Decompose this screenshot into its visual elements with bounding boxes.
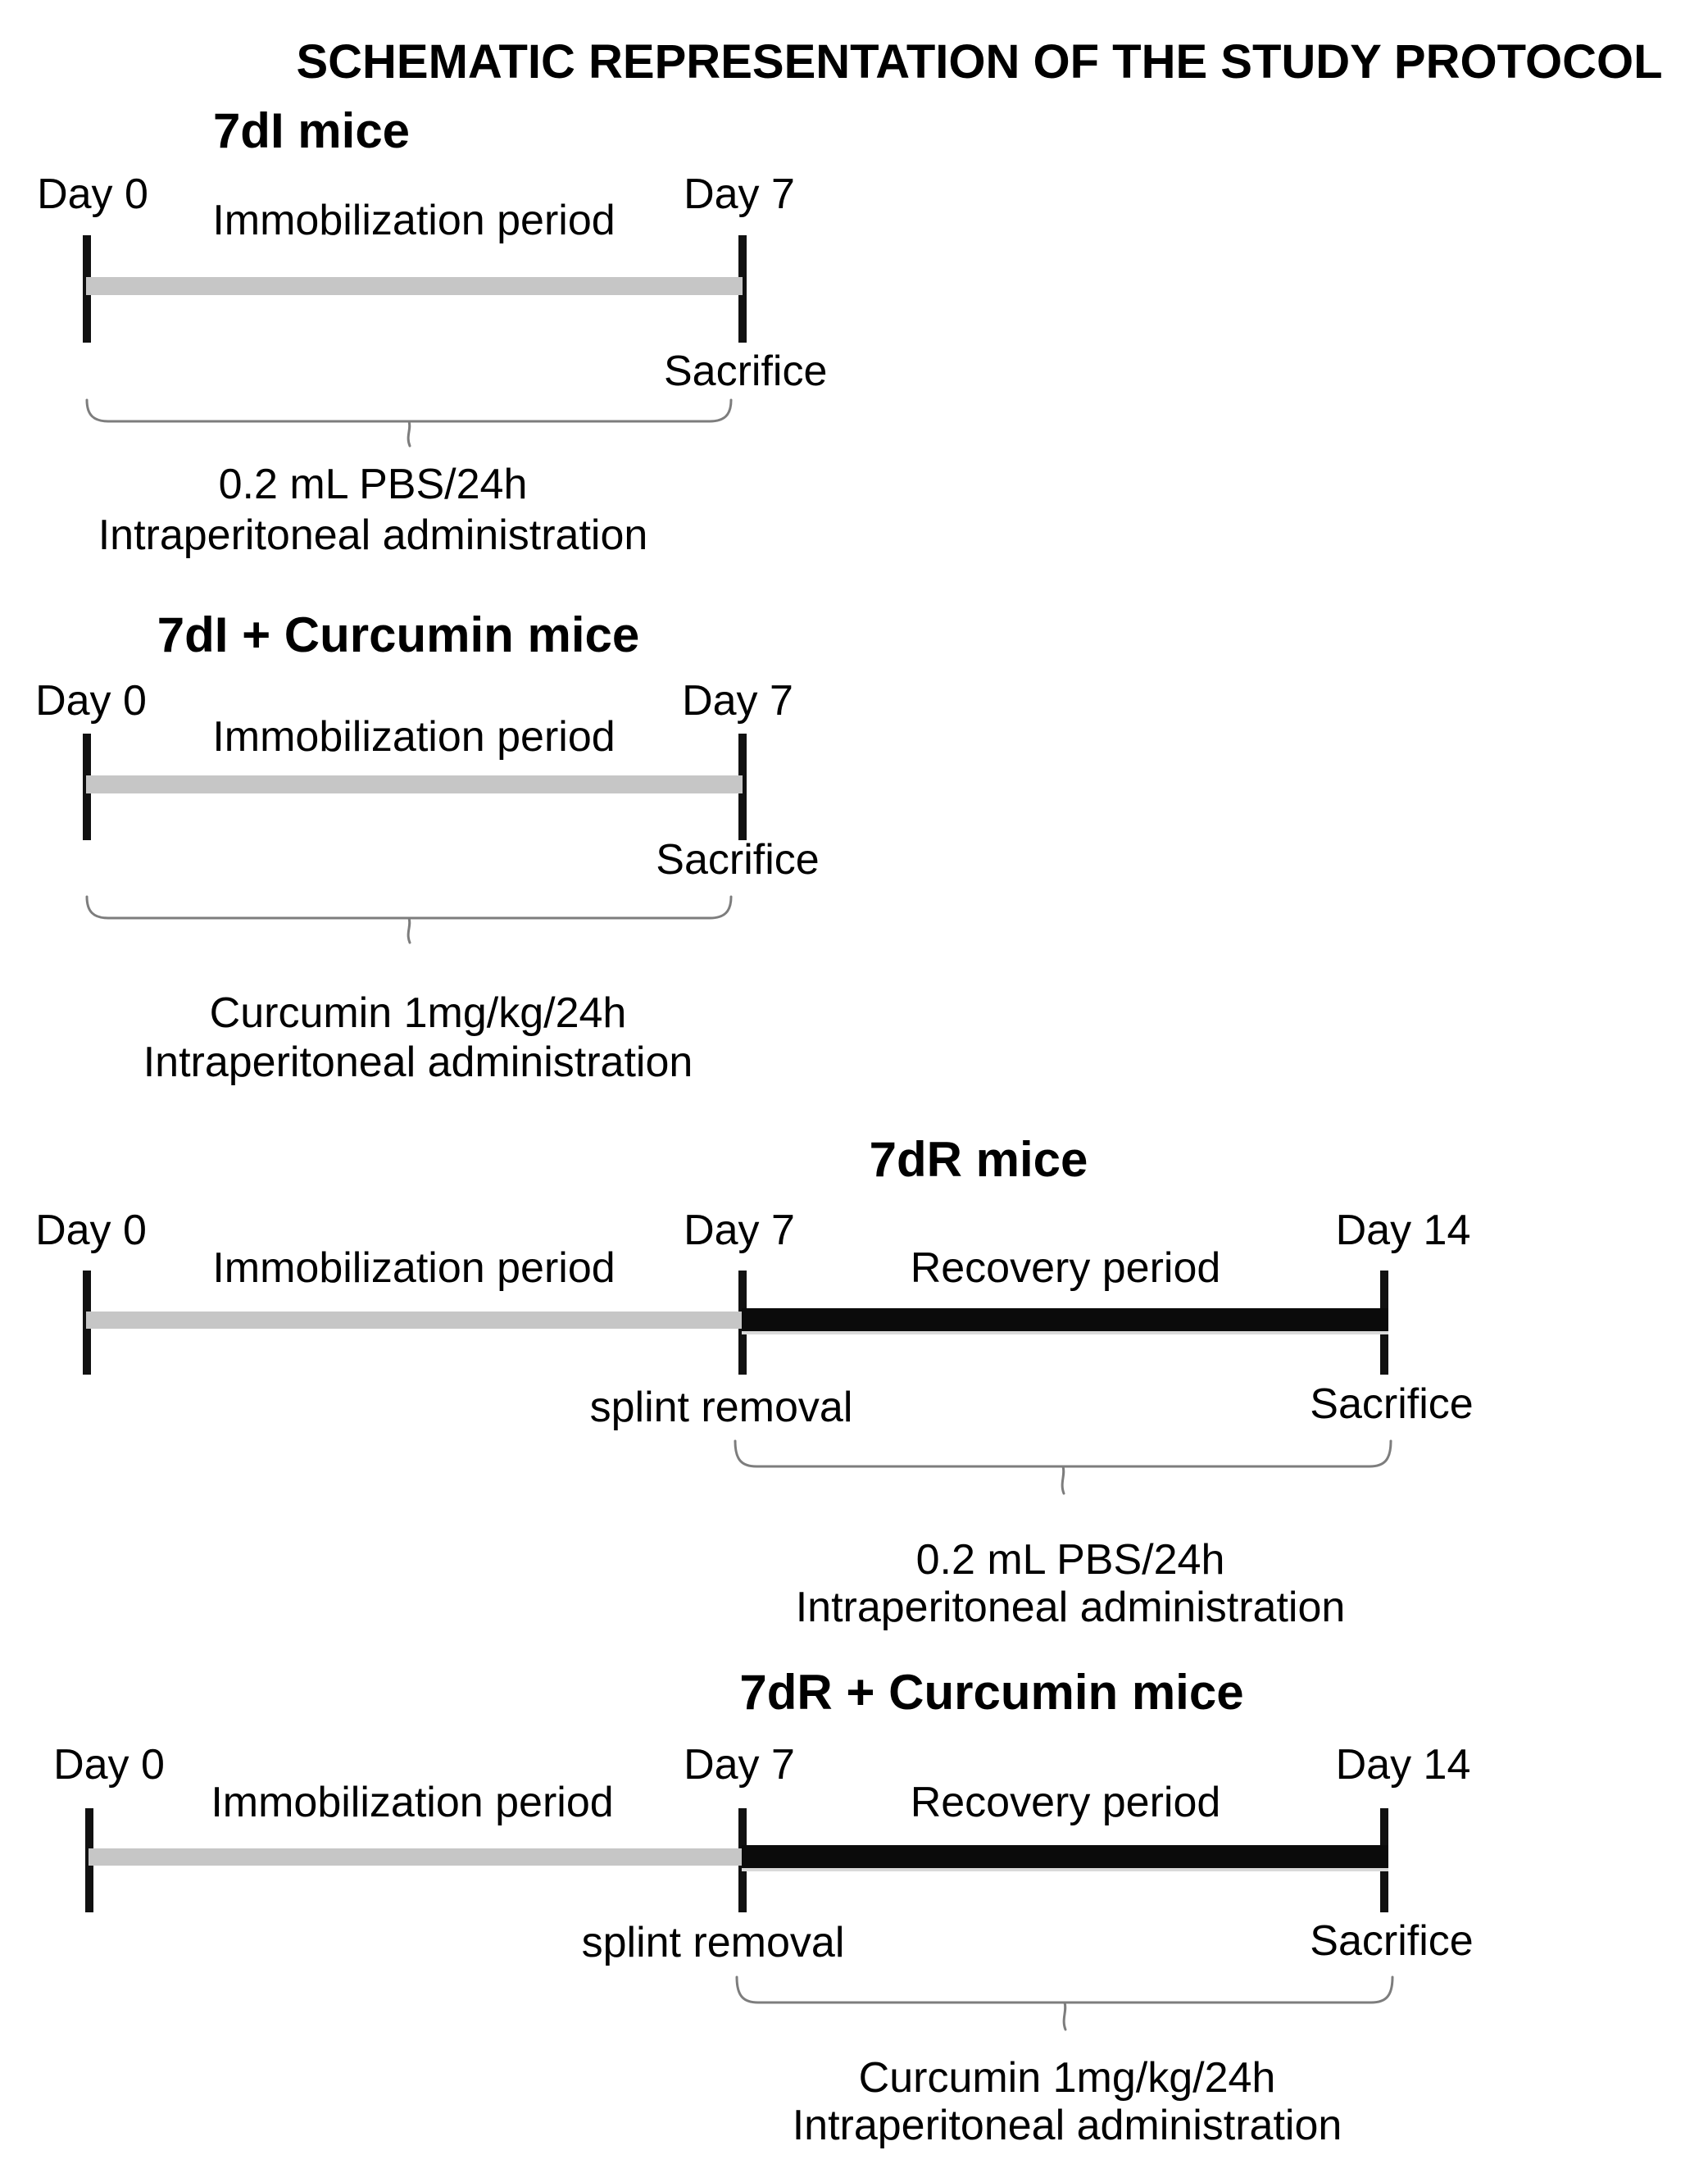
recovery-bar: [742, 1845, 1388, 1868]
splint-removal-label: splint removal: [581, 1919, 845, 1966]
treatment-line2: Intraperitoneal administration: [795, 1584, 1346, 1631]
page-title: SCHEMATIC REPRESENTATION OF THE STUDY PR…: [296, 35, 1663, 89]
treatment-line1: 0.2 mL PBS/24h: [915, 1536, 1225, 1584]
day-mid-label: Day 7: [684, 1207, 795, 1254]
treatment-note: 0.2 mL PBS/24h Intraperitoneal administr…: [86, 459, 660, 561]
day-start-label: Day 0: [53, 1741, 165, 1789]
brace-icon: [85, 398, 733, 448]
treatment-note: Curcumin 1mg/kg/24h Intraperitoneal admi…: [780, 2054, 1354, 2149]
immobilization-period-label: Immobilization period: [211, 1779, 614, 1826]
immobilization-period-label: Immobilization period: [212, 713, 616, 761]
recovery-period-label: Recovery period: [910, 1779, 1221, 1826]
splint-removal-label: splint removal: [589, 1384, 853, 1431]
treatment-note: 0.2 mL PBS/24h Intraperitoneal administr…: [784, 1536, 1357, 1631]
immobilization-bar: [86, 1312, 742, 1329]
day-end-label: Day 7: [684, 170, 795, 218]
sacrifice-label: Sacrifice: [664, 348, 828, 395]
treatment-note: Curcumin 1mg/kg/24h Intraperitoneal admi…: [131, 989, 705, 1087]
treatment-line1: 0.2 mL PBS/24h: [218, 461, 528, 508]
section-title-7dr: 7dR mice: [869, 1132, 1088, 1187]
treatment-line2: Intraperitoneal administration: [98, 511, 648, 559]
brace-icon: [85, 895, 733, 944]
sacrifice-label: Sacrifice: [656, 836, 820, 884]
treatment-line2: Intraperitoneal administration: [143, 1039, 693, 1086]
recovery-period-label: Recovery period: [910, 1244, 1221, 1292]
day-end-label: Day 14: [1335, 1741, 1471, 1789]
immobilization-period-label: Immobilization period: [212, 1244, 616, 1292]
brace-icon: [735, 1975, 1394, 2031]
sacrifice-label: Sacrifice: [1310, 1380, 1474, 1428]
section-title-7dr-curcumin: 7dR + Curcumin mice: [739, 1665, 1244, 1720]
sacrifice-label: Sacrifice: [1310, 1917, 1474, 1965]
recovery-bar-shadow: [742, 1331, 1388, 1334]
day-start-label: Day 0: [35, 677, 147, 725]
brace-icon: [734, 1439, 1392, 1495]
section-title-7di-curcumin: 7dI + Curcumin mice: [157, 607, 640, 662]
immobilization-bar: [86, 277, 743, 295]
immobilization-bar: [86, 775, 743, 793]
day-end-label: Day 7: [682, 677, 793, 725]
treatment-line2: Intraperitoneal administration: [792, 2102, 1342, 2149]
immobilization-period-label: Immobilization period: [212, 197, 616, 244]
day-end-label: Day 14: [1335, 1207, 1471, 1254]
recovery-bar: [742, 1308, 1388, 1331]
recovery-bar-shadow: [742, 1868, 1388, 1871]
timeline-tick-day7: [738, 734, 747, 840]
timeline-tick-day7: [738, 235, 747, 343]
section-title-7di: 7dI mice: [212, 103, 411, 158]
treatment-line1: Curcumin 1mg/kg/24h: [209, 989, 627, 1037]
day-start-label: Day 0: [35, 1207, 147, 1254]
day-mid-label: Day 7: [684, 1741, 795, 1789]
immobilization-bar: [89, 1848, 742, 1866]
treatment-line1: Curcumin 1mg/kg/24h: [858, 2054, 1276, 2102]
day-start-label: Day 0: [37, 170, 148, 218]
